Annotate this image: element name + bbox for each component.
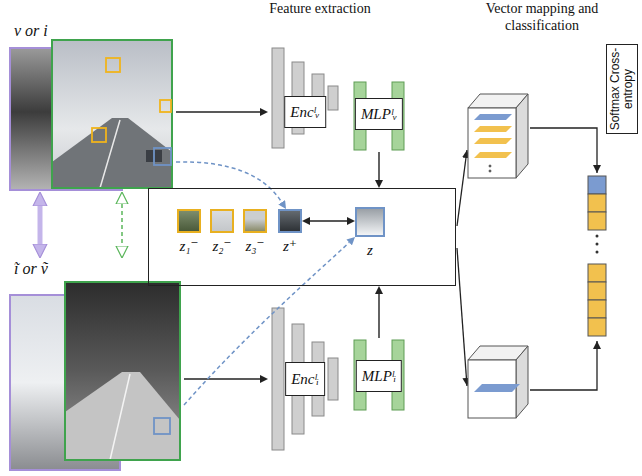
network-block: MLPˡᵢ [352,338,406,412]
feature-cube [468,94,528,178]
patch-embedding: z [355,207,385,259]
mlp-layers [354,82,404,410]
block-label-box: MLPˡᵢ [356,360,402,392]
loss-label-wrap: Softmax Cross-entropy [609,47,635,131]
loss-box: Softmax Cross-entropy [606,44,638,134]
encoder-layers [272,48,338,450]
image-caption: ĩ or ṽ [14,260,48,278]
connector-arrow [176,162,282,202]
image-caption: v or i [14,22,48,40]
block-label-box: Encˡᵢ [285,362,325,396]
block-label: Encˡᵢ [291,371,319,388]
patch-embedding: z₃⁻ [243,209,267,255]
loss-label: Softmax Cross-entropy [608,48,635,131]
image-patch [355,207,385,237]
embedding-symbol: z [355,242,385,259]
embedding-symbol: z₂⁻ [210,238,234,255]
network-block: MLPˡᵥ [352,80,406,152]
embedding-box: z₁⁻ z₂⁻ z₃⁻ z⁺ z [148,188,456,286]
logit-vector [588,176,606,336]
patch-embedding: z₁⁻ [177,209,201,255]
patch-embedding: z₂⁻ [210,209,234,255]
image-patch [243,209,267,233]
section-heading: Feature extraction [230,0,410,17]
network-block: Encˡᵥ [268,46,342,150]
connector-arrow [184,242,349,405]
block-label-box: MLPˡᵥ [355,98,403,130]
visible-image [52,40,172,188]
connector-arrow [184,378,260,379]
embedding-symbol: z₃⁻ [243,238,267,255]
connector-arrow [121,204,123,246]
connector-arrow [176,111,260,112]
connector-arrow [378,294,379,338]
connector-arrow [38,206,43,244]
image-patch [278,209,302,233]
connector-arrow [378,152,379,180]
block-label: MLPˡᵢ [362,368,396,385]
embedding-symbol: z⁺ [278,238,302,255]
embedding-symbol: z₁⁻ [177,238,201,255]
image-patch [177,209,201,233]
block-label: MLPˡᵥ [361,106,397,123]
block-label: Encˡᵥ [290,104,320,121]
block-label-box: Encˡᵥ [284,96,326,128]
section-heading: Vector mapping and classification [462,0,622,34]
patch-embedding: z⁺ [278,209,302,255]
image-pair: ĩ or ṽ [8,258,184,472]
connector-arrow [310,220,347,221]
image-pair: v or i [8,22,176,192]
feature-cube [468,346,528,418]
network-block: Encˡᵢ [268,306,342,452]
image-patch [210,209,234,233]
infrared-image [65,282,180,460]
